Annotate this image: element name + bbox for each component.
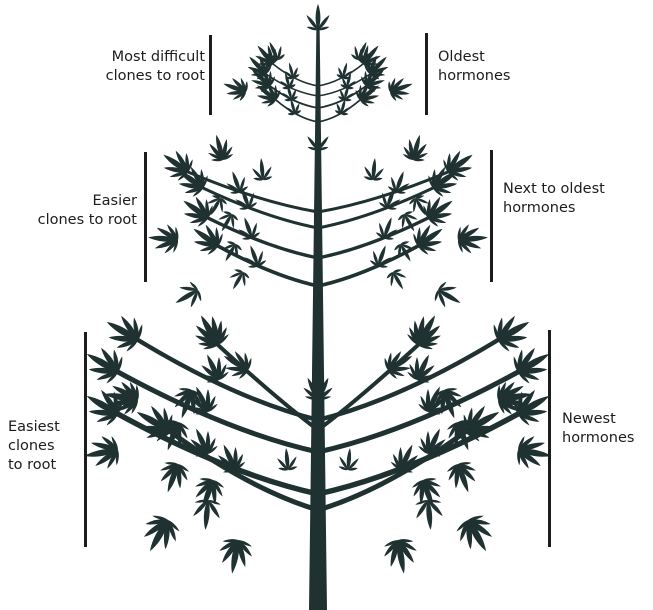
leaf — [191, 497, 223, 531]
leaf — [281, 60, 301, 81]
leaf — [215, 535, 256, 576]
bottom-left-label: Easiest clones to root — [8, 418, 60, 475]
stem-and-branches — [118, 18, 518, 610]
leaf — [400, 131, 433, 164]
leaf — [224, 266, 252, 294]
leaf — [147, 222, 181, 256]
leaf — [385, 72, 417, 104]
leaf — [240, 242, 268, 271]
middle-left-bracket — [144, 152, 147, 282]
leaf — [429, 383, 469, 423]
leaf — [275, 447, 299, 472]
leaf — [451, 509, 502, 560]
leaf — [413, 497, 445, 531]
top-right-bracket — [425, 33, 428, 115]
leaf — [302, 370, 333, 401]
leaf — [367, 242, 395, 271]
leaf — [337, 447, 361, 472]
leaf — [203, 131, 236, 164]
leaf — [81, 432, 122, 473]
leaf — [443, 457, 483, 497]
leaf — [380, 535, 421, 576]
leaf — [402, 307, 450, 355]
leaf — [391, 238, 419, 266]
leaf — [134, 509, 185, 560]
leaf — [306, 126, 330, 151]
leaf — [250, 157, 274, 182]
branch — [218, 246, 318, 286]
leaf — [431, 278, 467, 314]
leaf — [97, 306, 148, 357]
leaf — [186, 307, 234, 355]
leaf — [384, 266, 412, 294]
leaf — [362, 157, 386, 182]
top-left-label: Most difficult clones to root — [106, 48, 205, 86]
middle-right-label: Next to oldest hormones — [503, 180, 605, 218]
leaf — [167, 383, 207, 423]
leaf — [217, 238, 245, 266]
middle-right-bracket — [490, 150, 493, 282]
bottom-right-bracket — [548, 330, 551, 547]
leaf — [487, 306, 538, 357]
leaf — [305, 4, 331, 31]
cannabis-plant-illustration — [77, 4, 558, 610]
top-right-label: Oldest hormones — [438, 48, 510, 86]
leaf — [455, 222, 489, 256]
leaf — [335, 60, 355, 81]
middle-left-label: Easier clones to root — [38, 192, 137, 230]
branch — [318, 345, 418, 430]
branch — [318, 246, 418, 286]
bottom-right-label: Newest hormones — [562, 410, 634, 448]
branch — [218, 345, 318, 430]
leaf — [153, 457, 193, 497]
top-left-bracket — [209, 35, 212, 115]
leaf — [219, 72, 251, 104]
leaf — [169, 278, 205, 314]
bottom-left-bracket — [84, 332, 87, 547]
